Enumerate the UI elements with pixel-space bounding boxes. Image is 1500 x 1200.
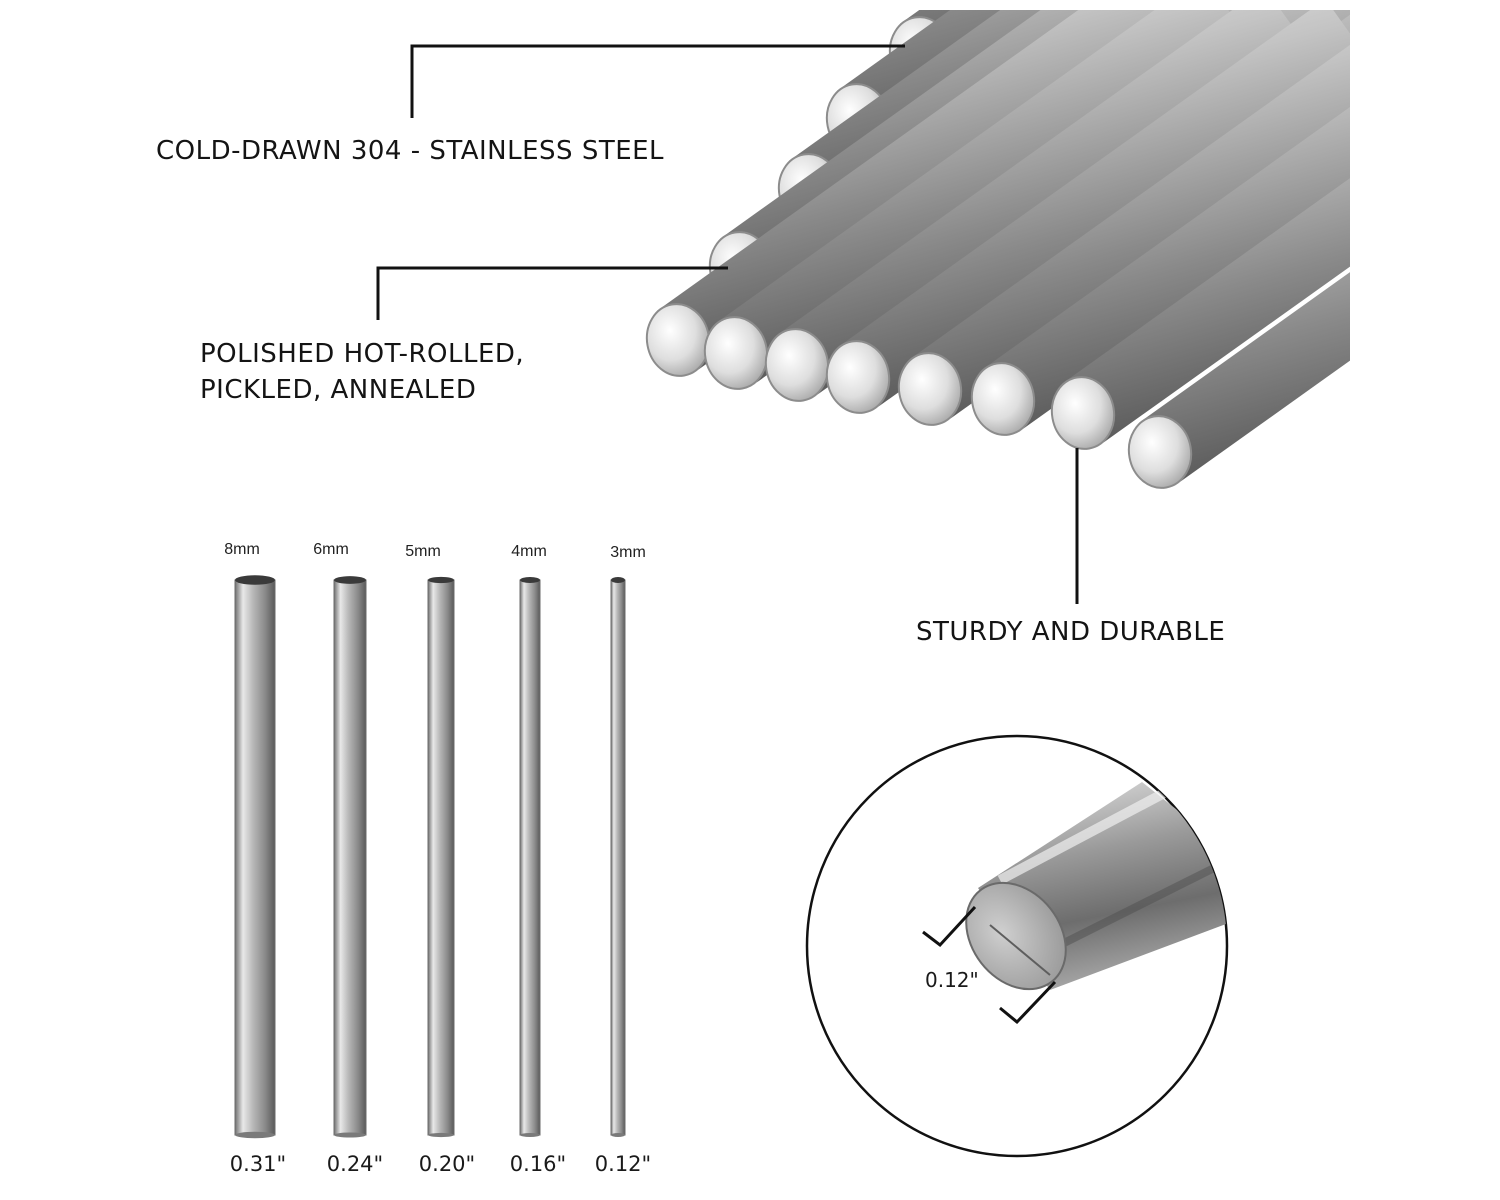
vertical-rod xyxy=(519,577,541,1137)
rod-size-label: 4mm xyxy=(511,543,547,560)
vertical-rods xyxy=(234,575,626,1139)
dimension-bracket-bottom xyxy=(999,980,1057,1025)
vertical-rod xyxy=(333,576,367,1138)
callout-sturdy: STURDY AND DURABLE xyxy=(916,617,1226,647)
bundle-rod xyxy=(1127,272,1350,489)
detail-inch-label: 0.12" xyxy=(925,968,979,992)
rod-inch-label: 0.16" xyxy=(509,1152,567,1176)
vertical-rod xyxy=(234,575,276,1139)
magnified-rod-end xyxy=(805,734,1229,1158)
rod-inch-label: 0.12" xyxy=(594,1152,652,1176)
rod-size-label: 6mm xyxy=(313,541,349,558)
callout-lines xyxy=(376,44,1079,604)
vertical-rod xyxy=(610,577,626,1137)
rod-size-label: 8mm xyxy=(224,541,260,558)
rod-size-label: 5mm xyxy=(405,543,441,560)
callout-polished: POLISHED HOT-ROLLED, PICKLED, ANNEALED xyxy=(200,336,524,408)
callout-cold-drawn: COLD-DRAWN 304 - STAINLESS STEEL xyxy=(156,136,665,166)
bundle-rod xyxy=(825,10,1350,414)
rod-size-label: 3mm xyxy=(610,544,646,561)
rod-inch-label: 0.31" xyxy=(229,1152,287,1176)
callout-polished-line2: PICKLED, ANNEALED xyxy=(200,375,477,405)
dimension-bracket-top xyxy=(922,905,977,948)
bundle-rod xyxy=(897,44,1350,426)
vertical-rod xyxy=(427,576,455,1138)
callout-line-polished xyxy=(376,266,728,320)
bundle-rod xyxy=(970,107,1350,436)
bundle-rod xyxy=(1050,178,1350,450)
callout-line-cold-drawn xyxy=(410,44,905,118)
rod-bundle-illustration xyxy=(645,10,1350,489)
rod-inch-label: 0.20" xyxy=(418,1152,476,1176)
callout-polished-line1: POLISHED HOT-ROLLED, xyxy=(200,339,525,369)
rod-inch-label: 0.24" xyxy=(326,1152,384,1176)
